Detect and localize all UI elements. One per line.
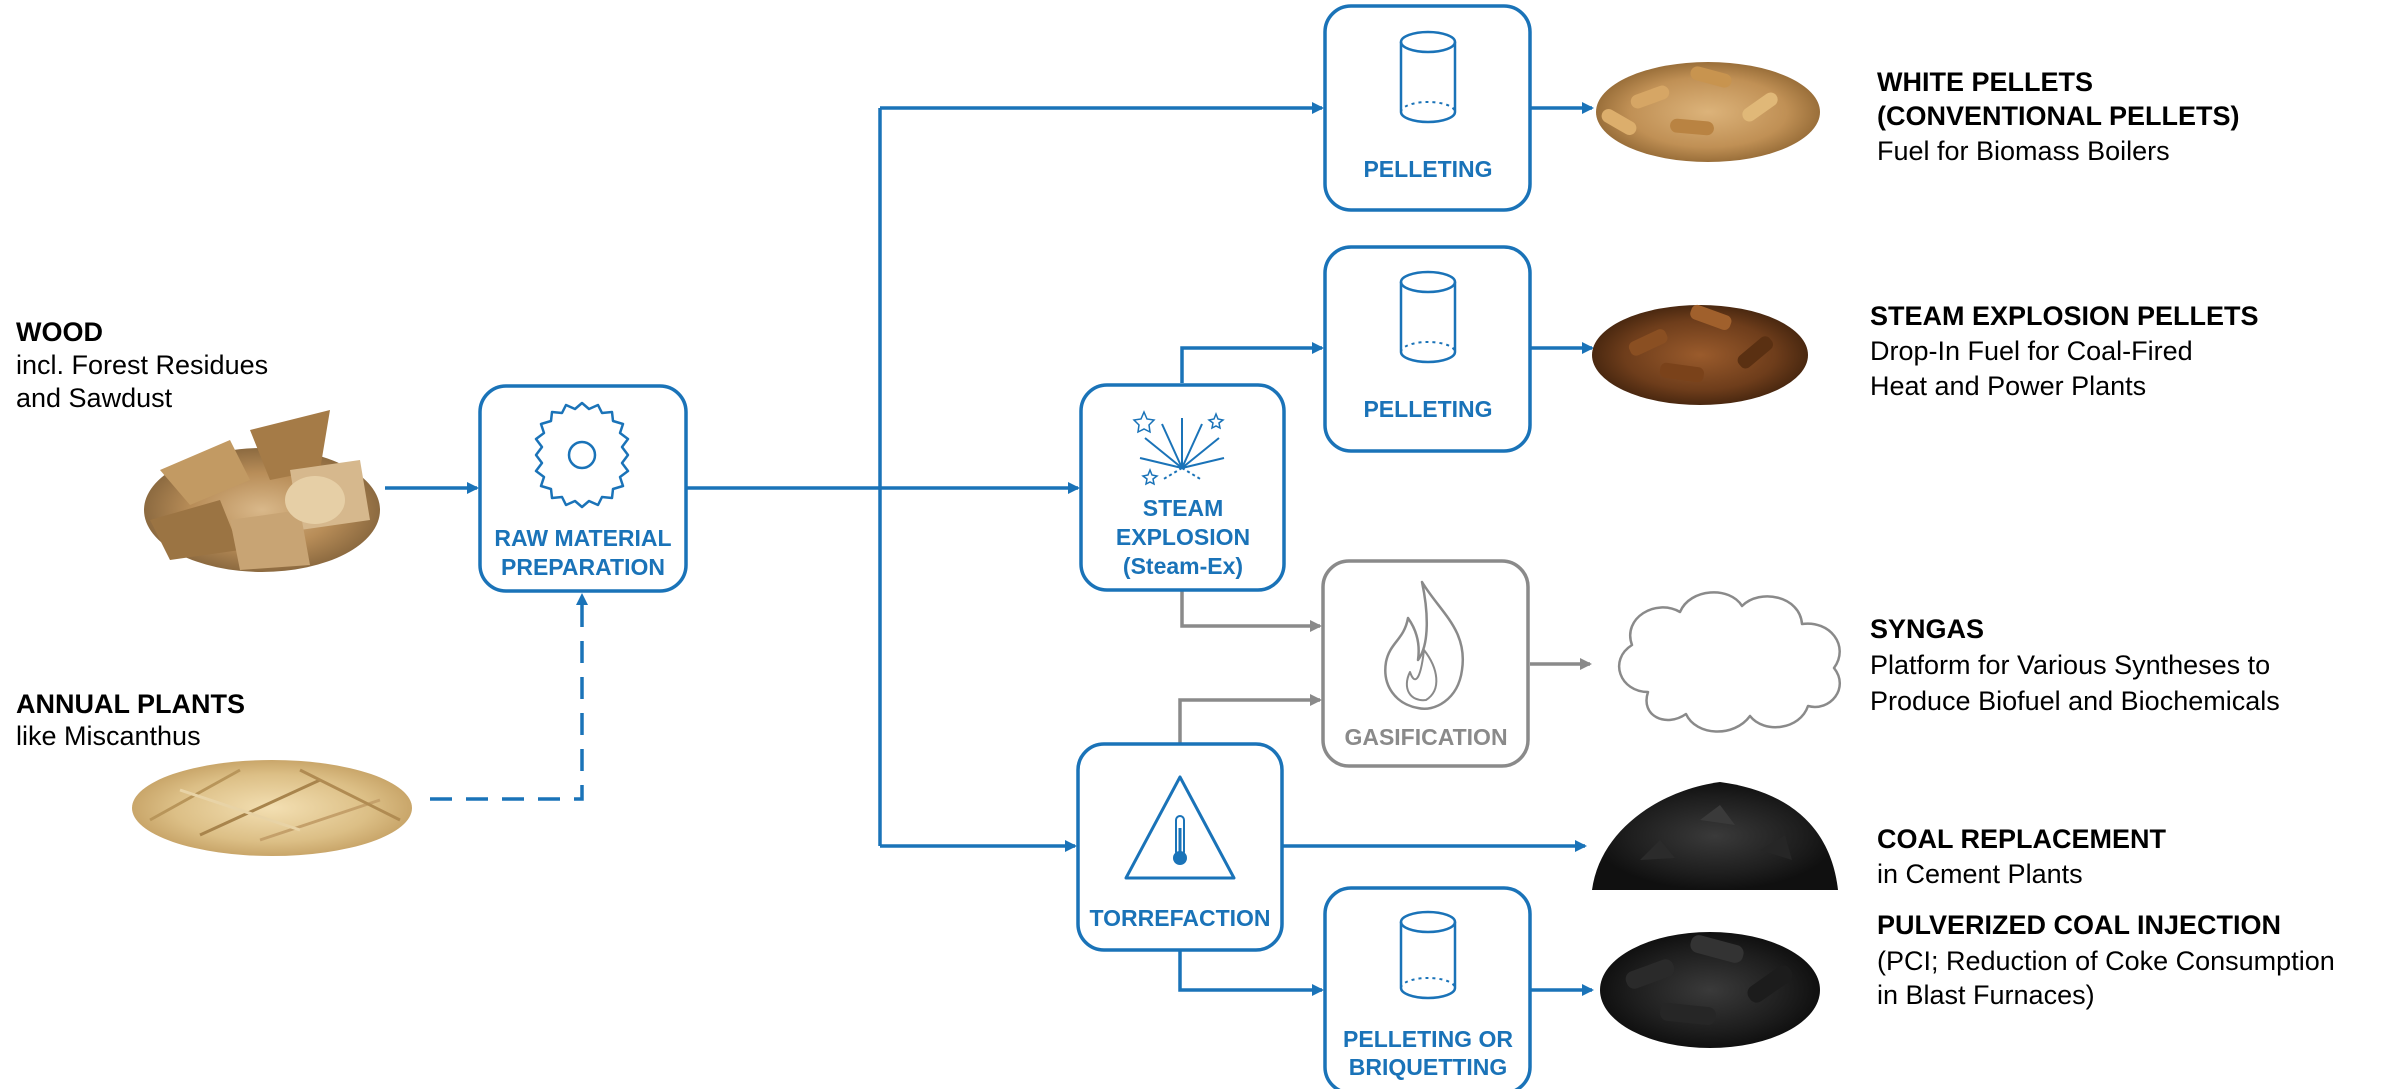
pelleting-3-label-1: PELLETING OR bbox=[1343, 1026, 1513, 1052]
pci-title: PULVERIZED COAL INJECTION bbox=[1877, 910, 2281, 940]
process-pelleting-2: PELLETING bbox=[1323, 245, 1532, 453]
steam-pellets-desc-2: Heat and Power Plants bbox=[1870, 371, 2146, 401]
wood-desc-line2: and Sawdust bbox=[16, 383, 173, 413]
process-gasification: GASIFICATION bbox=[1321, 559, 1530, 768]
black-pellets-image bbox=[1600, 932, 1820, 1048]
temperature-warning-icon bbox=[1124, 775, 1236, 880]
process-pelleting-or-briquetting: PELLETING OR BRIQUETTING bbox=[1323, 886, 1532, 1089]
arrow-plants-to-raw-dashed bbox=[430, 593, 588, 801]
white-pellets-title-2: (CONVENTIONAL PELLETS) bbox=[1877, 101, 2240, 131]
cylinder-icon bbox=[1399, 30, 1457, 124]
steam-explosion-label-1: STEAM bbox=[1143, 495, 1224, 521]
white-pellets-image bbox=[1596, 62, 1820, 162]
arrow-steamex-to-gasification bbox=[1180, 590, 1322, 632]
steam-explosion-label-3: (Steam-Ex) bbox=[1123, 553, 1243, 579]
syngas-desc-1: Platform for Various Syntheses to bbox=[1870, 650, 2270, 680]
white-pellets-desc: Fuel for Biomass Boilers bbox=[1877, 136, 2170, 166]
annual-plants-title: ANNUAL PLANTS bbox=[16, 689, 245, 719]
cylinder-icon bbox=[1399, 910, 1457, 1000]
wood-desc-line1: incl. Forest Residues bbox=[16, 350, 268, 380]
annual-plants-desc: like Miscanthus bbox=[16, 721, 201, 751]
steam-pellets-title: STEAM EXPLOSION PELLETS bbox=[1870, 301, 2259, 331]
cylinder-icon bbox=[1399, 270, 1457, 364]
miscanthus-chips-image bbox=[132, 760, 412, 856]
arrow-steamex-to-pelleting-2 bbox=[1180, 342, 1324, 383]
pelleting-1-label: PELLETING bbox=[1363, 156, 1492, 182]
coal-heap-image bbox=[1592, 782, 1838, 890]
white-pellets-title-1: WHITE PELLETS bbox=[1877, 67, 2093, 97]
raw-material-label-1: RAW MATERIAL bbox=[494, 525, 671, 551]
steam-explosion-pellets-image bbox=[1592, 304, 1808, 405]
pelleting-3-label-2: BRIQUETTING bbox=[1349, 1054, 1507, 1080]
coal-replacement-title: COAL REPLACEMENT bbox=[1877, 824, 2167, 854]
saw-blade-icon bbox=[534, 401, 630, 509]
arrow-torrefaction-to-pelleting-3 bbox=[1178, 950, 1324, 996]
gasification-label: GASIFICATION bbox=[1344, 724, 1507, 750]
pci-desc-1: (PCI; Reduction of Coke Consumption bbox=[1877, 946, 2335, 976]
pci-desc-2: in Blast Furnaces) bbox=[1877, 980, 2095, 1010]
flame-icon bbox=[1384, 580, 1465, 710]
coal-replacement-desc: in Cement Plants bbox=[1877, 859, 2083, 889]
fireworks-icon bbox=[1132, 410, 1225, 486]
syngas-desc-2: Produce Biofuel and Biochemicals bbox=[1870, 686, 2280, 716]
arrow-torrefaction-to-gasification bbox=[1178, 694, 1322, 744]
raw-material-label-2: PREPARATION bbox=[501, 554, 665, 580]
process-raw-material: RAW MATERIAL PREPARATION bbox=[478, 384, 688, 593]
steam-explosion-label-2: EXPLOSION bbox=[1116, 524, 1250, 550]
steam-pellets-desc-1: Drop-In Fuel for Coal-Fired bbox=[1870, 336, 2193, 366]
process-torrefaction: TORREFACTION bbox=[1076, 742, 1284, 952]
torrefaction-label: TORREFACTION bbox=[1089, 905, 1270, 931]
process-pelleting-1: PELLETING bbox=[1323, 4, 1532, 212]
cloud-icon bbox=[1617, 591, 1841, 733]
pelleting-2-label: PELLETING bbox=[1363, 396, 1492, 422]
wood-chips-image bbox=[144, 410, 380, 572]
wood-title: WOOD bbox=[16, 317, 103, 347]
process-steam-explosion: STEAM EXPLOSION (Steam-Ex) bbox=[1079, 383, 1286, 592]
syngas-title: SYNGAS bbox=[1870, 614, 1984, 644]
